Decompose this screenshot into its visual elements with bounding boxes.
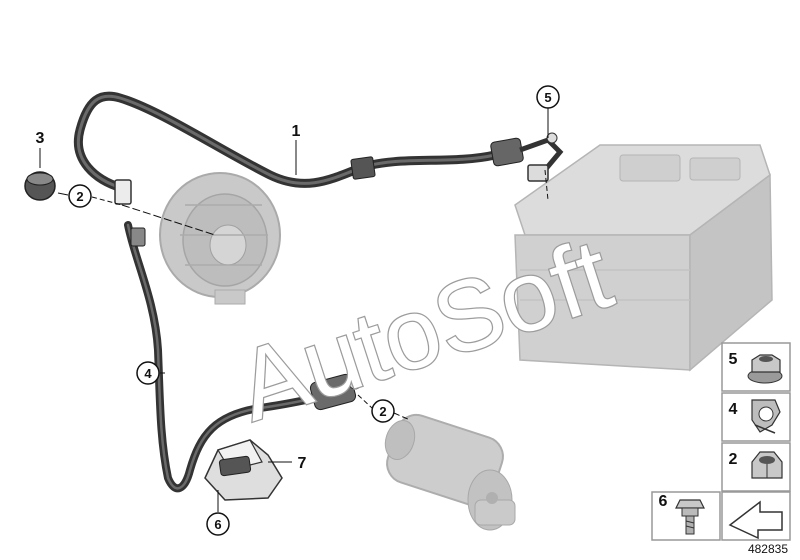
bolt-icon	[675, 499, 705, 535]
callout-6-label: 6	[214, 517, 221, 532]
parts-panel-label-5: 5	[729, 351, 738, 368]
cable-1	[74, 91, 564, 193]
callout-2-upper-label: 2	[76, 189, 83, 204]
callout-5: 5	[536, 85, 560, 109]
leader-lines	[39, 108, 549, 512]
callout-3-label: 3	[36, 130, 45, 147]
starter-motor	[384, 413, 516, 531]
callout-1-label: 1	[292, 123, 301, 140]
hex-nut-icon	[751, 451, 783, 479]
callout-2-upper: 2	[68, 184, 92, 208]
callout-4-label: 4	[144, 366, 152, 381]
callout-7: 7	[298, 455, 307, 472]
cable-clip-icon	[751, 399, 781, 434]
callout-4: 4	[136, 361, 160, 385]
battery	[514, 144, 773, 372]
callout-3: 3	[36, 130, 45, 147]
cable-holder-7	[204, 439, 283, 501]
callout-6: 6	[206, 512, 230, 536]
parts-panel-label-4: 4	[729, 401, 738, 418]
watermark-text: AutoSoft	[225, 217, 625, 442]
callout-1: 1	[292, 123, 301, 140]
alternator	[159, 172, 281, 305]
parts-panel-label-6: 6	[659, 493, 668, 510]
callout-2-lower-label: 2	[379, 404, 386, 419]
diagram-number: 482835	[748, 542, 788, 556]
parts-panel: 5 4 2 6	[651, 342, 791, 541]
callout-2-lower: 2	[371, 399, 395, 423]
callout-7-label: 7	[298, 455, 307, 472]
protective-cap-3	[24, 171, 56, 201]
direction-arrow-icon	[728, 500, 783, 540]
callout-5-label: 5	[544, 90, 551, 105]
parts-panel-label-2: 2	[729, 451, 738, 468]
cable-4	[114, 179, 362, 493]
flange-nut-icon	[747, 354, 783, 384]
